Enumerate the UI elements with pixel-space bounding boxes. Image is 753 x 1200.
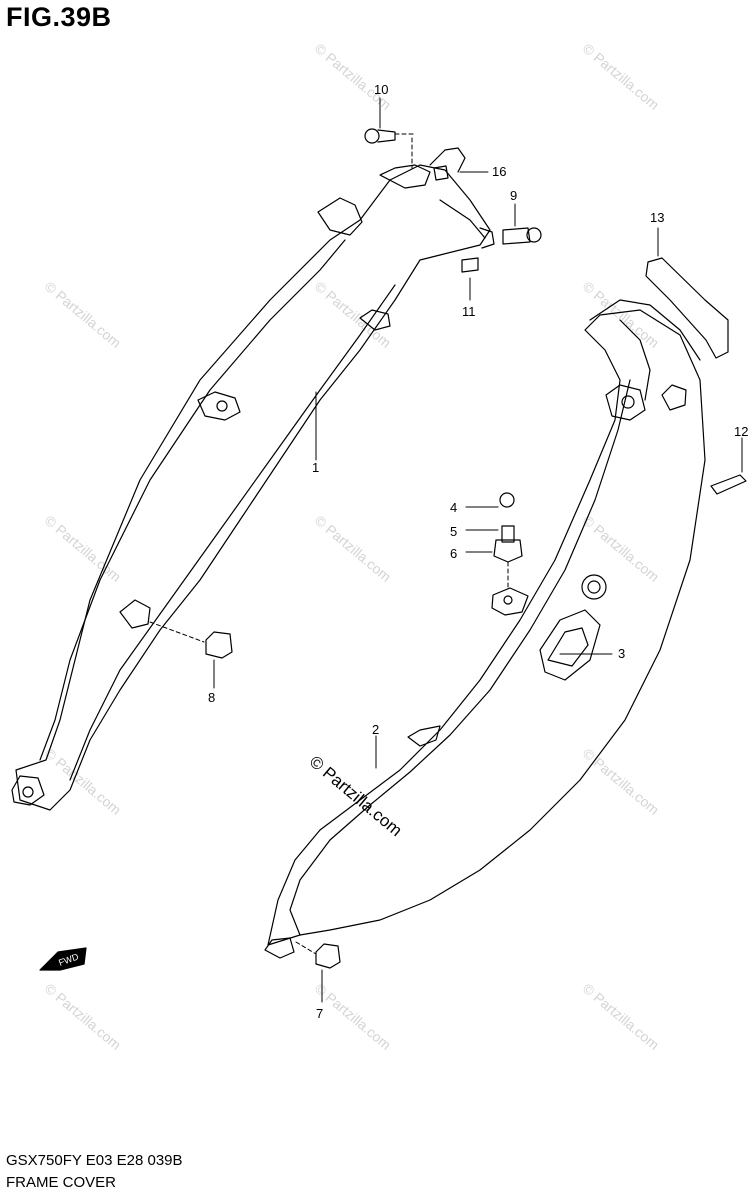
part-11-nut [461,257,479,273]
callout-labels: 10 16 9 11 13 1 12 4 5 6 3 8 2 7 FWD [57,82,748,1021]
callout-10: 10 [374,82,388,97]
callout-4: 4 [450,500,457,515]
part-13-strip [645,257,729,359]
callout-3: 3 [618,646,625,661]
part-7-grommet [315,943,341,969]
parts-4-5-6-stack [493,492,523,563]
part-8-grommet [205,631,233,659]
callout-16: 16 [492,164,506,179]
fwd-arrow-icon [39,947,87,971]
callout-2: 2 [372,722,379,737]
part-9-bolt [502,227,542,245]
part-16-nut [433,165,449,181]
callout-6: 6 [450,546,457,561]
part-12-pad [710,474,747,495]
callout-9: 9 [510,188,517,203]
callout-7: 7 [316,1006,323,1021]
frame-cover-left-part [11,147,495,811]
callout-8: 8 [208,690,215,705]
diagram-caption: FRAME COVER [6,1174,117,1191]
part-10-screw [364,128,396,144]
figure-title: FIG.39B [6,2,112,32]
callout-12: 12 [734,424,748,439]
callout-1: 1 [312,460,319,475]
callout-13: 13 [650,210,664,225]
model-code: GSX750FY E03 E28 039B [6,1152,183,1169]
frame-cover-right-part [264,299,706,959]
callout-5: 5 [450,524,457,539]
leader-lines [149,97,743,1003]
callout-11: 11 [462,304,476,319]
